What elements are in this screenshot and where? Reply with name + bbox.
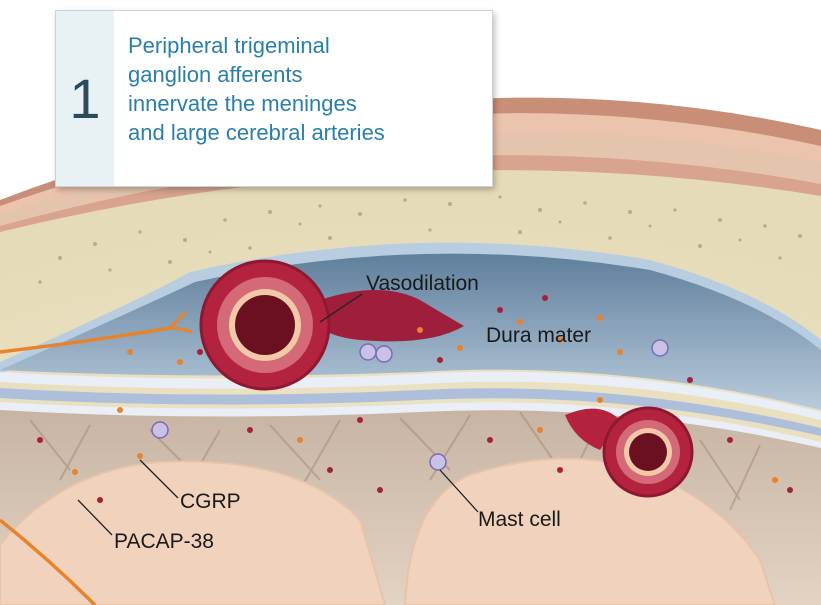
pacap-label: PACAP-38	[114, 530, 214, 554]
callout-line: ganglion afferents	[128, 60, 385, 89]
cerebral-artery-lumen	[629, 433, 667, 471]
callout-line: innervate the meninges	[128, 89, 385, 118]
callout-box: 1 Peripheral trigeminal ganglion afferen…	[55, 10, 493, 187]
mast-cell-label: Mast cell	[478, 508, 561, 532]
callout-number: 1	[69, 71, 100, 127]
dura-mater-label: Dura mater	[486, 324, 591, 348]
callout-line: Peripheral trigeminal	[128, 31, 385, 60]
vasodilation-label: Vasodilation	[366, 272, 479, 296]
callout-number-panel: 1	[56, 11, 114, 186]
cgrp-label: CGRP	[180, 490, 241, 514]
dural-artery-lumen	[235, 295, 295, 355]
callout-line: and large cerebral arteries	[128, 118, 385, 147]
callout-text: Peripheral trigeminal ganglion afferents…	[114, 11, 385, 186]
